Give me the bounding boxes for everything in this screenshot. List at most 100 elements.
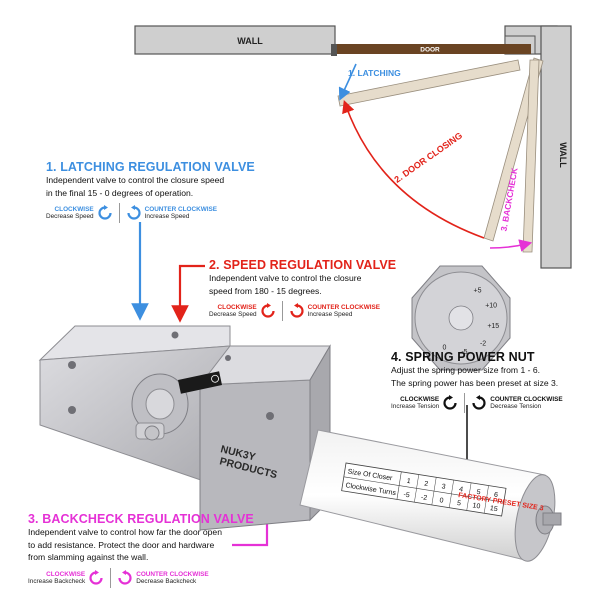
counter-clockwise-label: COUNTER CLOCKWISE <box>490 396 563 403</box>
clockwise-effect: Increase Tension <box>391 403 440 410</box>
speed-valve-info: 2. SPEED REGULATION VALVE Independent va… <box>209 258 409 321</box>
counter-clockwise-label: COUNTER CLOCKWISE <box>144 206 218 213</box>
counter-clockwise-arrow-icon <box>118 569 132 585</box>
latching-desc-line: Independent valve to control the closure… <box>46 175 225 185</box>
counter-clockwise-effect: Increase Speed <box>307 311 353 318</box>
door-open-position <box>522 59 540 253</box>
door-closing-label: 2. DOOR CLOSING <box>392 130 464 184</box>
spring-power-nut-info: 4. SPRING POWER NUT Adjust the spring po… <box>391 350 596 413</box>
direction-divider <box>118 203 120 223</box>
clockwise-label: CLOCKWISE <box>217 304 257 311</box>
speed-counter-clockwise: COUNTER CLOCKWISE Increase Speed <box>289 303 380 319</box>
table-size-value: 2 <box>424 481 429 489</box>
counter-clockwise-arrow-icon <box>127 205 141 220</box>
backcheck-clockwise: CLOCKWISE Increase Backcheck <box>28 569 104 586</box>
counter-clockwise-effect: Increase Speed <box>144 213 190 220</box>
dial-number: -2 <box>480 341 486 348</box>
speed-pointer-arrow <box>171 264 205 323</box>
clockwise-label: CLOCKWISE <box>400 396 440 403</box>
clockwise-arrow-icon <box>443 395 457 410</box>
table-cell-divider <box>414 474 420 503</box>
clockwise-arrow-icon <box>89 569 103 585</box>
clockwise-effect: Decrease Speed <box>209 311 257 318</box>
dial-number: -5 <box>461 349 467 356</box>
door-closer-body <box>38 325 331 531</box>
table-cell-divider <box>431 477 437 505</box>
table-cell-divider <box>483 485 489 514</box>
table-turns-value: 10 <box>472 502 481 510</box>
backcheck-counter-clockwise: COUNTER CLOCKWISE Decrease Backcheck <box>117 569 209 586</box>
table-turns-value: -5 <box>403 491 410 499</box>
spring-counter-clockwise: COUNTER CLOCKWISE Decrease Tension <box>471 395 563 411</box>
speed-valve-description: Independent valve to control the closure… <box>209 272 409 297</box>
speed-valve-title: 2. SPEED REGULATION VALVE <box>209 258 397 272</box>
counter-clockwise-label: COUNTER CLOCKWISE <box>307 304 381 311</box>
dial-number: +5 <box>474 287 482 294</box>
latching-arc <box>338 63 357 101</box>
table-turns-value: 0 <box>439 497 444 505</box>
speed-clockwise: CLOCKWISE Decrease Speed <box>209 303 276 319</box>
table-cell-divider <box>449 480 454 508</box>
spring-nut-description: Adjust the spring power size from 1 - 6.… <box>391 364 596 389</box>
dial-number: 0 <box>443 345 447 352</box>
table-turns-value: 15 <box>489 505 498 513</box>
counter-clockwise-effect: Decrease Tension <box>490 403 542 410</box>
table-size-value: 4 <box>459 486 464 494</box>
direction-divider <box>281 301 283 321</box>
door-latching-position <box>337 59 521 107</box>
counter-clockwise-effect: Decrease Backcheck <box>136 577 197 585</box>
dial-number: +10 <box>485 303 497 310</box>
table-size-value: 1 <box>406 478 411 486</box>
wall-top-label: WALL <box>237 36 263 46</box>
table-turns-value: -2 <box>420 494 427 502</box>
table-size-value: 5 <box>476 489 481 497</box>
latching-label: 1. LATCHING <box>348 68 401 78</box>
spring-power-dial: +5 +10 +15 -2 -5 0 <box>411 265 511 371</box>
backcheck-desc-line: to add resistance. Protect the door and … <box>28 539 215 550</box>
right-wall <box>540 25 572 269</box>
clockwise-arrow-icon <box>261 303 275 318</box>
clockwise-effect: Decrease Speed <box>46 213 94 220</box>
direction-divider <box>464 393 466 413</box>
table-turns-value: 5 <box>456 500 461 508</box>
counter-clockwise-arrow-icon <box>472 395 486 410</box>
latching-desc-line: in the final 15 - 0 degrees of operation… <box>46 187 194 198</box>
backcheck-desc-line: Independent valve to control how far the… <box>28 527 222 537</box>
spring-direction-row: CLOCKWISE Increase Tension COUNTER CLOCK… <box>391 393 596 413</box>
wall-right-label: WALL <box>558 142 568 168</box>
latching-valve-description: Independent valve to control the closure… <box>46 174 276 199</box>
door-header <box>331 44 531 54</box>
backcheck-direction-row: CLOCKWISE Increase Backcheck COUNTER CLO… <box>28 567 268 588</box>
clockwise-label: CLOCKWISE <box>54 206 94 213</box>
backcheck-desc-line: from slamming against the wall. <box>28 552 149 562</box>
backcheck-valve-title: 3. BACKCHECK REGULATION VALVE <box>28 512 254 526</box>
latching-direction-row: CLOCKWISE Decrease Speed COUNTER CLOCKWI… <box>46 203 276 223</box>
clockwise-arrow-icon <box>98 205 112 220</box>
table-cell-divider <box>466 482 472 511</box>
spring-desc-line: Adjust the spring power size from 1 - 6. <box>391 365 541 375</box>
spring-size-table: Size Of Closer Clockwise Turns 1-52-2304… <box>341 462 507 517</box>
spring-desc-line: The spring power has been preset at size… <box>391 377 559 388</box>
direction-divider <box>110 567 112 588</box>
backcheck-arc <box>489 239 533 252</box>
clockwise-label: CLOCKWISE <box>46 570 86 578</box>
door-closing-arc <box>342 99 485 239</box>
clockwise-effect: Increase Backcheck <box>28 577 86 585</box>
counter-clockwise-label: COUNTER CLOCKWISE <box>136 570 209 578</box>
door-label: DOOR <box>420 47 440 54</box>
speed-desc-line: speed from 180 - 15 degrees. <box>209 285 322 296</box>
spring-clockwise: CLOCKWISE Increase Tension <box>391 395 458 411</box>
dial-number: +15 <box>487 323 499 330</box>
backcheck-valve-description: Independent valve to control how far the… <box>28 526 268 564</box>
latching-valve-title: 1. LATCHING REGULATION VALVE <box>46 160 255 174</box>
door-frame-left <box>331 44 337 56</box>
speed-direction-row: CLOCKWISE Decrease Speed COUNTER CLOCKWI… <box>209 301 409 321</box>
counter-clockwise-arrow-icon <box>290 303 304 318</box>
backcheck-valve-info: 3. BACKCHECK REGULATION VALVE Independen… <box>28 512 268 588</box>
top-wall <box>134 25 336 55</box>
speed-desc-line: Independent valve to control the closure <box>209 273 362 283</box>
table-size-value: 6 <box>493 492 498 500</box>
latching-valve-info: 1. LATCHING REGULATION VALVE Independent… <box>46 160 276 223</box>
